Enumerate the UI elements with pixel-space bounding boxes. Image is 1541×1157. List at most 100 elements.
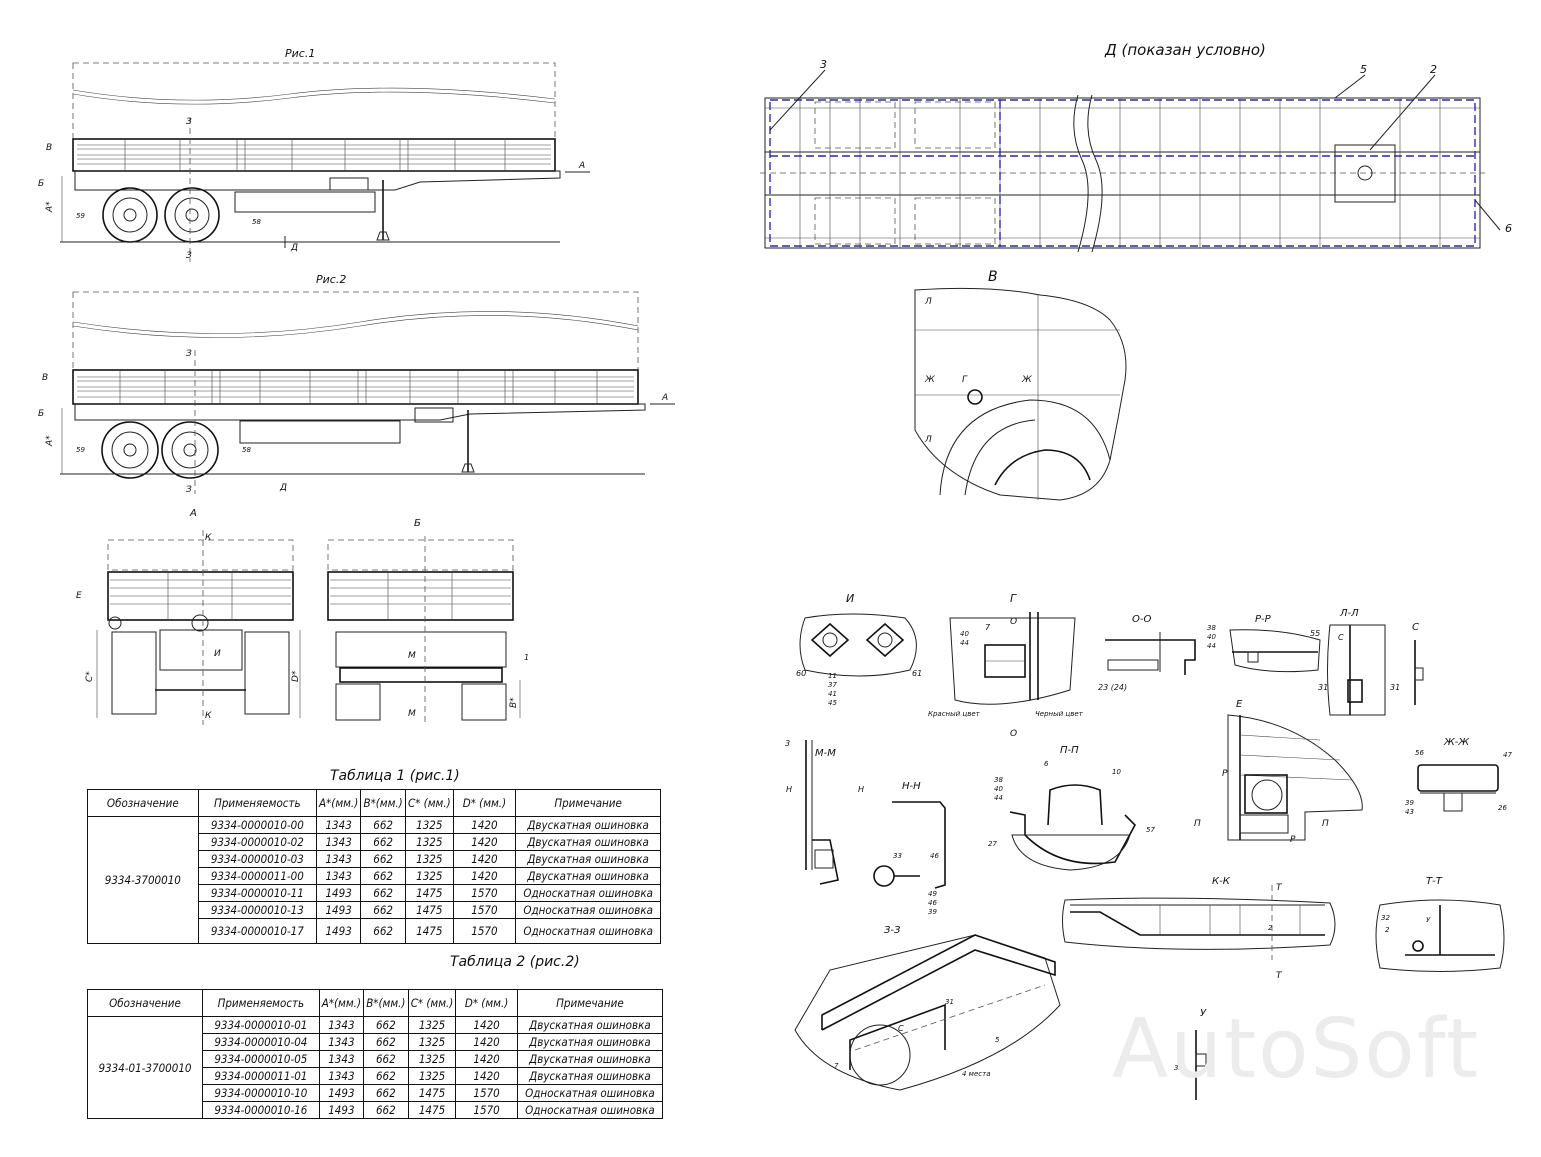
detail-g-40: 40 <box>960 630 969 638</box>
view-b-callout-1: 1 <box>524 653 529 662</box>
table-cell: 1325 <box>407 1016 457 1034</box>
table-cell: 1570 <box>452 884 517 902</box>
plan-callout-6: 6 <box>1505 222 1512 235</box>
section-kk-title: К-К <box>1212 876 1231 887</box>
table-cell: Двускатная ошиновка <box>515 867 661 885</box>
view-d-plan: Д (показан условно) 3 <box>760 41 1512 253</box>
table-cell: 1420 <box>455 1050 518 1068</box>
view-u-32: 32 <box>1174 1064 1183 1072</box>
detail-i-61: 61 <box>912 669 922 678</box>
table-cell: 1325 <box>407 1050 457 1068</box>
section-zhzh-56: 56 <box>1415 749 1424 757</box>
view-e: Е Р Р П П <box>1194 699 1363 845</box>
section-kk-t-top: Т <box>1276 883 1283 893</box>
table-cell: Двускатная ошиновка <box>516 1033 664 1051</box>
table-cell: 1343 <box>316 833 362 851</box>
table1-title: Таблица 1 (рис.1) <box>330 768 460 784</box>
table-header-cell: D* (мм.) <box>455 989 518 1017</box>
section-zz-title: З-З <box>884 925 901 936</box>
table-header-cell: Примечание <box>516 989 664 1017</box>
detail-i-37: 37 <box>828 681 837 689</box>
table-cell: 1325 <box>407 1067 457 1085</box>
view-e-r-top: Р <box>1222 769 1228 779</box>
section-mm-h-left: Н <box>786 785 792 794</box>
fig2-callout-b: Б <box>38 409 44 419</box>
fig2-section-z-bottom: З <box>186 485 192 495</box>
section-zz-places: 4 места <box>962 1070 990 1078</box>
section-r-r: Р-Р 38 40 44 55 <box>1207 614 1321 673</box>
view-a-label: А <box>189 508 197 519</box>
table-cell: 662 <box>360 833 406 851</box>
fig2-callout-58: 58 <box>242 446 251 454</box>
table-cell: 1325 <box>407 1033 457 1051</box>
section-nn-46: 46 <box>930 852 939 860</box>
table-cell: 1570 <box>455 1084 518 1102</box>
view-a-dim-cstar: С* <box>85 671 95 682</box>
table-cell: 1475 <box>404 918 454 944</box>
view-b-dim-bstar: В* <box>509 697 519 708</box>
fig2-label: Рис.2 <box>316 273 346 286</box>
detail-g-o-top: О <box>1010 617 1017 627</box>
table-cell: 1325 <box>404 816 454 834</box>
detail-g: Г 40 44 7 О О Красный цвет Черный цвет <box>928 592 1084 739</box>
table-cell: 9334-0000010-11 <box>197 884 318 902</box>
detail-v-zh-left: Ж <box>924 375 935 385</box>
table-cell: 662 <box>360 867 406 885</box>
table-cell: 9334-0000011-01 <box>201 1067 320 1085</box>
table-cell: 9334-0000010-10 <box>201 1084 320 1102</box>
section-p-p: П-П 6 10 38 40 44 27 57 <box>988 745 1155 871</box>
detail-v-l-bottom: Л <box>924 435 932 445</box>
fig2-callout-a: А <box>661 393 668 403</box>
detail-g-title: Г <box>1010 592 1017 605</box>
table-cell: 662 <box>360 816 406 834</box>
table2-title: Таблица 2 (рис.2) <box>450 954 580 970</box>
table-cell: 1343 <box>318 1016 364 1034</box>
table-cell: 1570 <box>452 918 517 944</box>
table-header-cell: Обозначение <box>87 989 203 1017</box>
section-nn-33: 33 <box>893 852 902 860</box>
plan-callout-2: 2 <box>1430 63 1437 76</box>
table-header-cell: Обозначение <box>87 789 199 817</box>
table-cell: Двускатная ошиновка <box>515 816 661 834</box>
section-nn-title: Н-Н <box>902 781 921 792</box>
table-cell: 662 <box>362 1016 409 1034</box>
table-cell: Односкатная ошиновка <box>515 884 661 902</box>
table-cell: 9334-0000010-13 <box>197 901 318 919</box>
section-nn-46b: 46 <box>928 899 937 907</box>
table-cell: 1420 <box>452 816 517 834</box>
table-cell: 9334-0000010-16 <box>201 1101 320 1119</box>
table-cell: 1420 <box>455 1016 518 1034</box>
table-designation-cell: 9334-3700010 <box>87 816 199 944</box>
view-c-title: С <box>1412 622 1419 633</box>
table-cell: 9334-0000011-00 <box>197 867 318 885</box>
table-cell: 1475 <box>404 901 454 919</box>
table-cell: Односкатная ошиновка <box>515 918 661 944</box>
table-header-cell: D* (мм.) <box>452 789 517 817</box>
detail-g-o-bottom: О <box>1010 729 1017 739</box>
section-nn-49: 49 <box>928 890 937 898</box>
fig1-label: Рис.1 <box>285 47 315 60</box>
section-rr-38: 38 <box>1207 624 1216 632</box>
fig1-view-d: Д <box>290 243 298 253</box>
table-cell: Двускатная ошиновка <box>516 1016 664 1034</box>
table-cell: 1493 <box>318 1101 364 1119</box>
table-cell: 662 <box>360 918 406 944</box>
table-cell: 1325 <box>404 850 454 868</box>
section-zz-5: 5 <box>995 1036 1000 1044</box>
table-cell: Двускатная ошиновка <box>516 1050 664 1068</box>
fig2-view-d: Д <box>279 483 287 493</box>
table-cell: 9334-0000010-03 <box>197 850 318 868</box>
section-zhzh-47: 47 <box>1503 751 1512 759</box>
table-cell: 1420 <box>452 850 517 868</box>
table-header-cell: А*(мм.) <box>318 989 364 1017</box>
table-cell: 1475 <box>407 1084 457 1102</box>
view-e-title: Е <box>1236 699 1243 710</box>
table-cell: Двускатная ошиновка <box>516 1067 664 1085</box>
table-cell: 662 <box>360 884 406 902</box>
table-cell: 1493 <box>316 918 362 944</box>
view-c-31: 31 <box>1390 683 1400 692</box>
section-kk-t-bottom: Т <box>1276 971 1283 981</box>
